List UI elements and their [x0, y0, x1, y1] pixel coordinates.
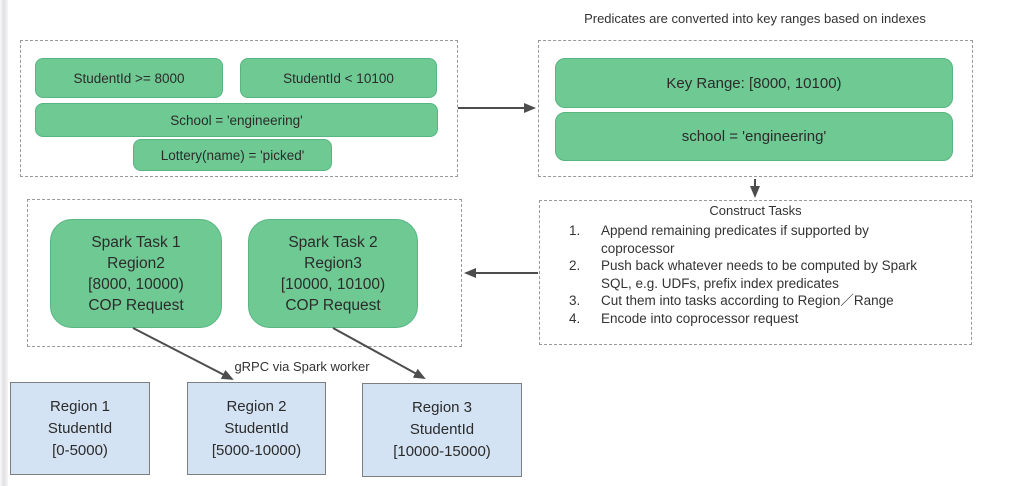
construct-step: 2. Push back whatever needs to be comput…: [539, 257, 972, 292]
construct-step: 3. Cut them into tasks according to Regi…: [539, 292, 972, 310]
region-key: StudentId: [409, 421, 475, 438]
construct-step: 1. Append remaining predicates if suppor…: [539, 222, 972, 257]
region-key: StudentId: [47, 419, 113, 437]
spark-task-2-card: Spark Task 2 Region3 [10000, 10100) COP …: [248, 219, 418, 328]
spark-task-title: Spark Task 1: [91, 233, 181, 251]
construct-tasks-title: Construct Tasks: [709, 203, 802, 218]
step-text: Push back whatever needs to be computed …: [601, 258, 917, 291]
spark-task-request: COP Request: [285, 296, 381, 314]
spark-task-request: COP Request: [88, 296, 184, 314]
keyrange-panel: [538, 40, 973, 177]
construct-tasks-panel: [539, 200, 972, 345]
step-number: 3.: [569, 293, 581, 308]
region-range: [0-5000): [52, 441, 108, 459]
spark-task-range: [10000, 10100): [280, 275, 386, 293]
predicate-studentid-gte: StudentId >= 8000: [35, 58, 223, 98]
predicate-lottery: Lottery(name) = 'picked': [133, 139, 332, 171]
predicate-school: School = 'engineering': [35, 103, 438, 137]
spark-task-title: Spark Task 2: [288, 233, 378, 251]
region-3-box: Region 3 StudentId [10000-15000): [362, 383, 522, 477]
predicates-panel: [20, 40, 458, 177]
spark-task-1-card: Spark Task 1 Region2 [8000, 10000) COP R…: [50, 219, 222, 328]
grpc-label: gRPC via Spark worker: [234, 359, 370, 374]
region-2-box: Region 2 StudentId [5000-10000): [187, 382, 326, 475]
step-number: 1.: [569, 223, 581, 238]
spark-task-region: Region3: [304, 254, 362, 272]
step-text: Append remaining predicates if supported…: [601, 223, 869, 256]
region-name: Region 3: [411, 399, 473, 416]
step-number: 4.: [569, 310, 581, 326]
step-text: Encode into coprocessor request: [601, 310, 799, 326]
region-range: [10000-15000): [393, 443, 491, 460]
page-edge-strip: [0, 0, 8, 486]
spark-task-range: [8000, 10000): [88, 275, 184, 293]
step-number: 2.: [569, 258, 581, 273]
keyrange-bar: Key Range: [8000, 10100): [555, 58, 953, 108]
diagram-title: Predicates are converted into key ranges…: [584, 11, 926, 26]
region-1-box: Region 1 StudentId [0-5000): [10, 382, 150, 475]
step-text: Cut them into tasks according to Region／…: [601, 293, 894, 308]
construct-step: 4. Encode into coprocessor request: [539, 310, 972, 328]
region-range: [5000-10000): [211, 441, 302, 459]
construct-tasks-list: 1. Append remaining predicates if suppor…: [539, 222, 972, 327]
keyrange-school-bar: school = 'engineering': [555, 112, 953, 161]
region-key: StudentId: [224, 419, 289, 437]
region-name: Region 2: [226, 397, 287, 415]
region-name: Region 1: [49, 397, 111, 415]
predicate-studentid-lt: StudentId < 10100: [240, 58, 437, 98]
spark-tasks-panel: [27, 199, 462, 347]
spark-task-region: Region2: [107, 254, 165, 272]
